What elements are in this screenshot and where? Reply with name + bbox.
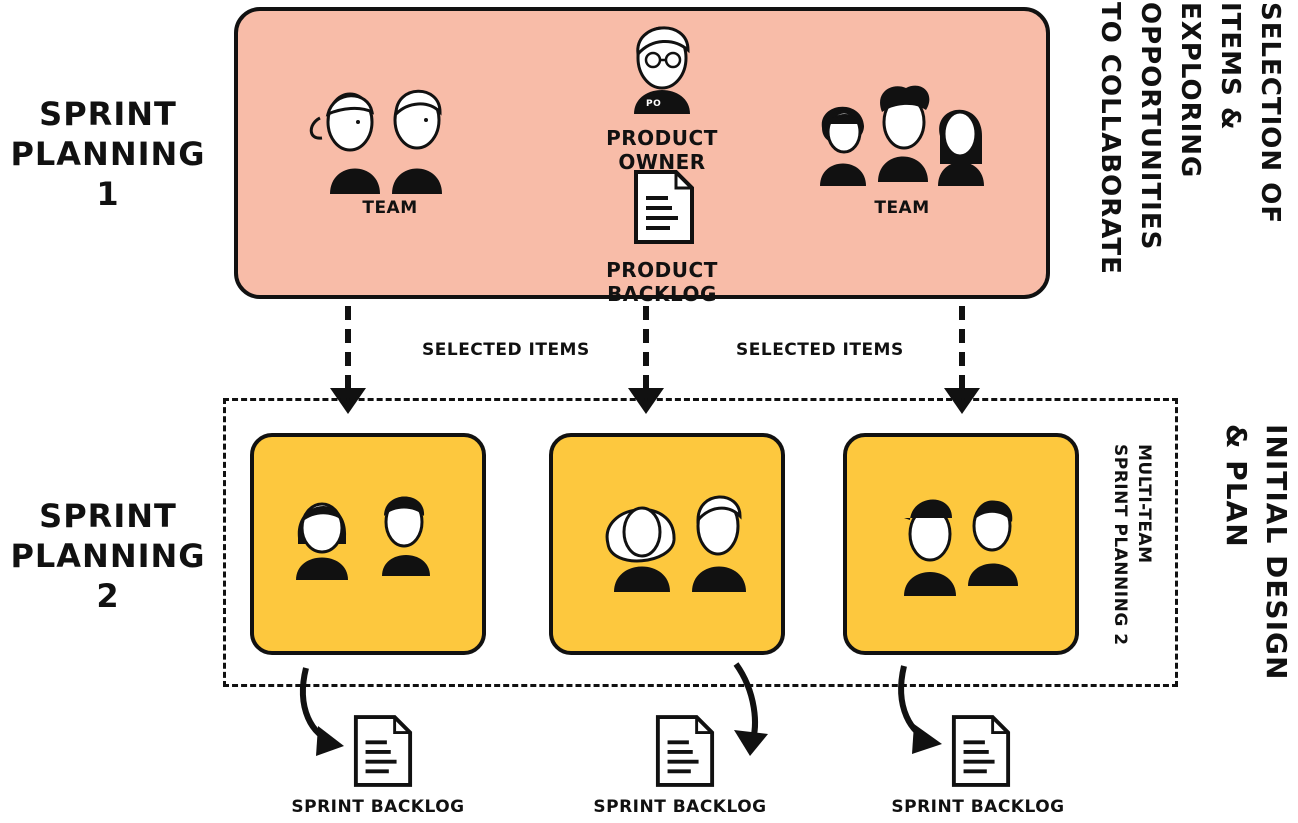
sprint-planning-1-line1: SPRINT [39,95,177,133]
product-backlog-document-icon [634,170,694,244]
sprint-backlog-1-label: SPRINT BACKLOG [291,797,465,817]
po-badge: PO [646,99,662,109]
product-owner-label: PRODUCT OWNER [606,126,718,174]
multi-team-line1: MULTI-TEAM [1134,444,1154,564]
team-1-people-icon [296,496,430,580]
arrow-left [330,306,366,414]
team-left-people-icon [309,89,442,194]
backlog-arrow-2 [733,662,768,756]
product-owner-icon [634,26,690,114]
sprint-planning-2-box [223,398,1178,687]
sprint-planning-1-line2: PLANNING 1 [10,135,206,213]
sprint-backlog-3-document-icon [951,715,1011,787]
initial-design-line2: & PLAN [1220,424,1253,548]
initial-design-side-label: INITIAL DESIGN & PLAN [1216,424,1296,684]
team-right-label: TEAM [874,198,930,218]
selection-side-line4: TO COLLABORATE [1095,2,1125,275]
multi-team-line2: SPRINT PLANNING 2 [1110,444,1130,646]
arrow-middle [628,306,664,414]
selection-side-label: SELECTION OF ITEMS & EXPLORING OPPORTUNI… [1090,2,1290,302]
sprint-planning-2-line2: PLANNING 2 [10,537,206,615]
team-right-people-icon [820,85,984,186]
sprint-backlog-1-document-icon [353,715,413,787]
arrow-right [944,306,980,414]
sprint-planning-2-line1: SPRINT [39,497,177,535]
team-3-box [843,433,1079,655]
product-backlog-label: PRODUCT BACKLOG [606,258,718,306]
selected-items-right-label: SELECTED ITEMS [736,340,904,360]
sprint-backlog-2-document-icon [655,715,715,787]
sprint-backlog-3-label: SPRINT BACKLOG [891,797,1065,817]
team-1-box [250,433,486,655]
sprint-planning-2-label: SPRINT PLANNING 2 [8,496,208,616]
sprint-backlog-2-label: SPRINT BACKLOG [593,797,767,817]
selection-side-line2: ITEMS & EXPLORING [1175,2,1245,179]
multi-team-label: MULTI-TEAM SPRINT PLANNING 2 [1108,444,1156,674]
selection-side-line3: OPPORTUNITIES [1135,2,1165,251]
backlog-arrow-3 [898,665,942,754]
backlog-arrow-1 [299,667,344,756]
selection-side-line1: SELECTION OF [1255,2,1285,225]
team-2-people-icon [605,495,746,592]
selected-items-left-label: SELECTED ITEMS [422,340,590,360]
team-left-label: TEAM [362,198,418,218]
initial-design-line1: INITIAL DESIGN [1260,424,1293,681]
team-3-people-icon [904,499,1018,596]
sprint-planning-1-label: SPRINT PLANNING 1 [8,94,208,214]
